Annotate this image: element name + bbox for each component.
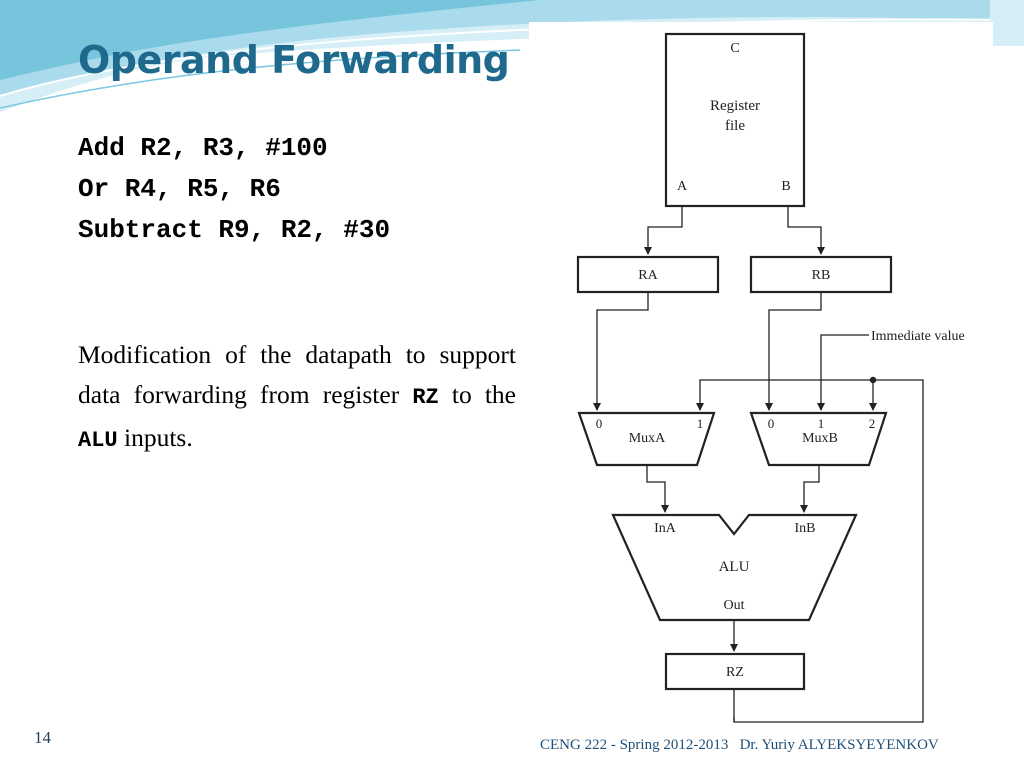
code-line: Subtract R9, R2, #30 [78,215,391,245]
alu-output-label: Out [724,598,745,613]
muxb-label: MuxB [802,431,838,446]
register-rz-keyword: RZ [412,385,439,410]
slide-title: Operand Forwarding [78,38,510,82]
description-part: to the [438,380,516,409]
footer-text: CENG 222 - Spring 2012-2013 Dr. Yuriy AL… [540,737,939,753]
register-file-label: file [725,118,745,134]
register-file-port-c: C [730,41,739,56]
register-file-box [664,32,806,208]
code-line: Add R2, R3, #100 [78,133,328,163]
description-part: Modification of the datapath to support … [78,340,516,409]
muxb-input-1: 1 [818,416,825,431]
rz-box [664,652,806,691]
muxb-shape [749,411,888,467]
description-part: inputs. [117,423,193,452]
muxb-input-2: 2 [869,416,876,431]
rz-label: RZ [726,665,744,680]
rb-label: RB [812,268,831,283]
datapath-diagram: C Register file A B RA RB Immediate valu… [576,32,965,723]
register-file-port-b: B [781,179,790,194]
page-number: 14 [34,728,51,747]
alu-label: ALU [719,559,750,575]
muxa-label: MuxA [629,431,666,446]
code-block: Add R2, R3, #100 Or R4, R5, R6 Subtract … [78,128,390,251]
description-text: Modification of the datapath to support … [78,335,516,461]
alu-keyword: ALU [78,428,118,453]
register-file-label: Register [710,98,760,114]
muxa-shape [577,411,716,467]
diagram-panel [529,22,993,734]
muxb-input-0: 0 [768,416,775,431]
code-line: Or R4, R5, R6 [78,174,281,204]
register-file-port-a: A [677,179,688,194]
ra-label: RA [638,268,658,283]
alu-shape [611,513,858,622]
bus-junction-dot [869,376,877,384]
alu-input-b-label: InB [795,521,816,536]
immediate-value-label: Immediate value [871,329,965,344]
muxa-input-0: 0 [596,416,603,431]
muxa-input-1: 1 [697,416,704,431]
alu-input-a-label: InA [654,521,677,536]
